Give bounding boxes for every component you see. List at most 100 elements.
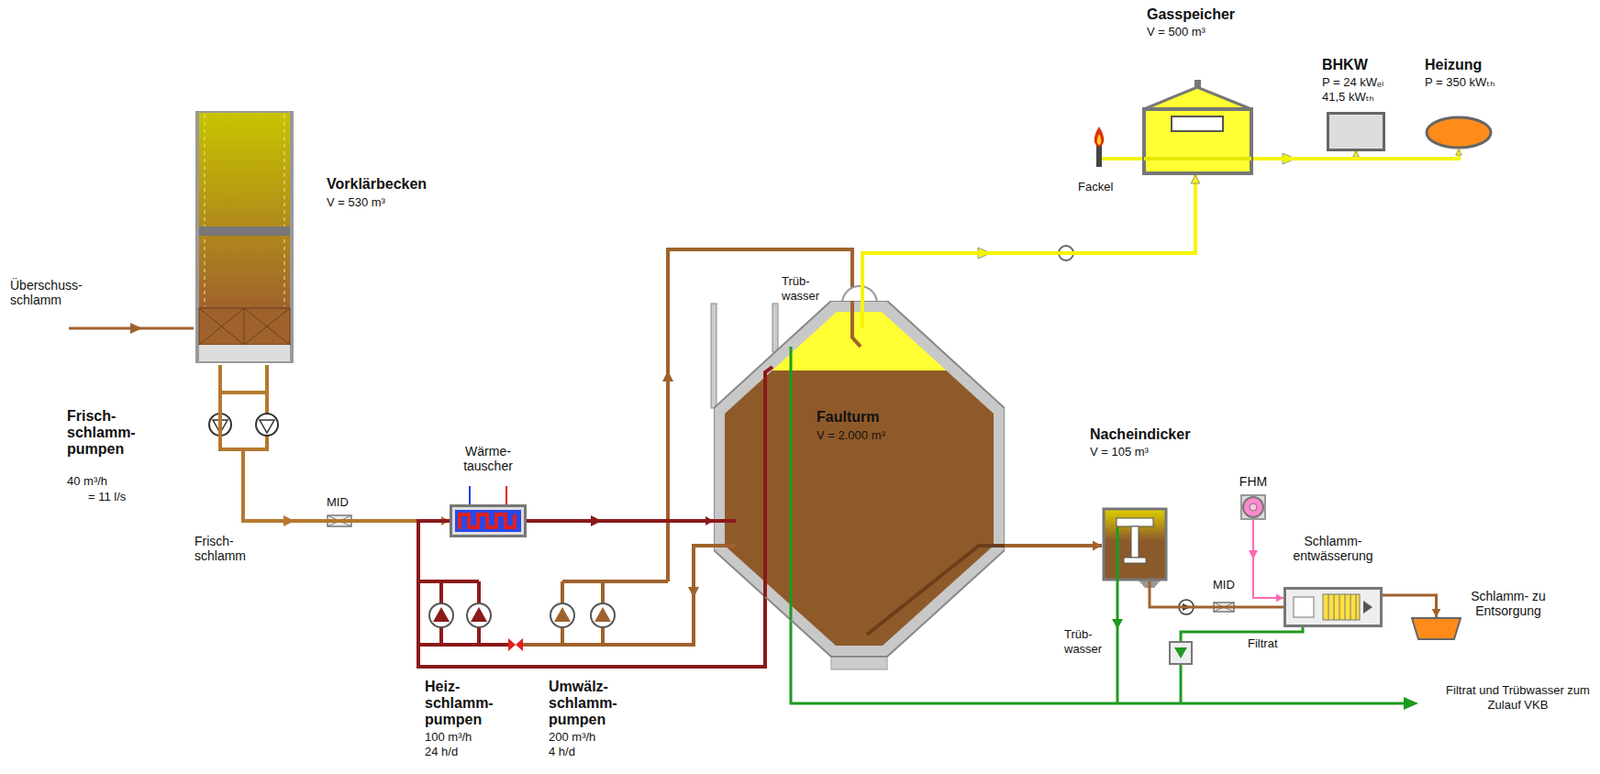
circulation-pump: [590, 603, 615, 628]
node-text: P = 24 kWₑₗ 41,5 kWₜₕ: [1322, 75, 1396, 105]
annotation-label: Fackel: [1077, 179, 1113, 195]
flare: [1097, 133, 1102, 145]
primary-clarifier-tank: VorklärbeckenV = 530 m³: [193, 109, 296, 366]
annotation-label: Heiz- schlamm- pumpen: [424, 678, 500, 729]
heat-exchanger-feed: [505, 486, 508, 505]
circulation-pump: [554, 607, 571, 623]
digester-tower: [713, 300, 1005, 635]
node-text: V = 2.000 m³: [816, 428, 886, 444]
disposal-container: Schlamm- zu Entsorgung: [1411, 617, 1462, 641]
digester-tower: [713, 300, 1005, 659]
digester-tower: [713, 300, 1005, 659]
digester-tower: [860, 300, 865, 329]
digester-fittings: [772, 303, 778, 353]
heat-exchanger: Wärme- tauscher: [449, 504, 527, 538]
heat-exchanger-feed: [469, 486, 507, 505]
heating-sludge-pump: [466, 603, 491, 628]
disposal-container: [1411, 617, 1462, 641]
annotation-label: Trüb- wasser: [781, 274, 828, 304]
polymer-dosing: [1243, 497, 1264, 518]
flare: [1094, 126, 1143, 167]
annotation-label: Umwälz- schlamm- pumpen: [548, 678, 632, 729]
node-heading: Gasspeicher: [1146, 6, 1235, 23]
digester-fittings: [831, 656, 888, 670]
fresh-sludge-pipes: [220, 365, 267, 450]
circulation-pipes: [562, 581, 668, 645]
pipe-line: [1253, 520, 1284, 599]
dewatering-unit: [1322, 594, 1360, 621]
pipe-connector: [862, 175, 1200, 301]
polymer-dosing: [1249, 503, 1257, 512]
disposal-container: [1411, 618, 1461, 640]
fresh-sludge-pump: [255, 413, 278, 436]
heating-unit: [1424, 115, 1493, 150]
annotation-label: Filtrat: [1247, 636, 1278, 652]
node-heading: Vorklärbecken: [326, 176, 427, 193]
annotation-label: Trüb- wasser: [1064, 627, 1111, 657]
circulation-pipes: [522, 545, 725, 645]
digester-tower: [789, 346, 793, 621]
heating-sludge-pipes: [418, 581, 511, 645]
heating-sludge-pump: [470, 607, 488, 623]
pipe-line: [220, 365, 450, 522]
node-heading: Nacheindicker: [1089, 426, 1190, 444]
flare: [1096, 144, 1102, 167]
node-text: V = 530 m³: [326, 195, 386, 211]
heat-exchanger: [455, 510, 522, 533]
gas-holder: [1144, 109, 1252, 174]
node-heading: Heizung: [1424, 56, 1482, 74]
dewatering-unit: [1328, 594, 1356, 621]
polymer-dosing: [1242, 496, 1265, 519]
polymer-dosing: FHM: [1240, 494, 1267, 521]
dewatering-unit: [1286, 589, 1380, 625]
digester-tower: [713, 519, 736, 523]
flare: [1094, 126, 1105, 147]
arrow-head: [705, 516, 714, 526]
pipe-connector: [220, 365, 450, 526]
filtrate-pump: [1169, 642, 1192, 665]
heating-unit: [1426, 117, 1491, 148]
primary-clarifier-tank: [199, 112, 290, 309]
digester-tower: FaulturmV = 2.000 m³: [713, 300, 1005, 659]
dewatering-unit: [1363, 600, 1373, 614]
post-thickener: [1116, 527, 1120, 582]
reject-water-pipes: [1116, 581, 1120, 704]
pipe-line: [526, 519, 714, 523]
fresh-sludge-pipes: [243, 365, 267, 450]
node-text: Schlamm- entwässerung: [1277, 533, 1389, 564]
excess-sludge-line: [68, 322, 194, 334]
arrow-head: [1432, 609, 1442, 618]
chp-unit: BHKWP = 24 kWₑₗ 41,5 kWₜₕ: [1326, 111, 1386, 152]
heat-exchanger: [459, 514, 515, 530]
arrow-head: [1353, 151, 1360, 157]
filtrate-pump: [1169, 642, 1192, 665]
pipe-connector: [526, 516, 714, 526]
node-text: Schlamm- zu Entsorgung: [1466, 588, 1551, 619]
heating-sludge-pump: [429, 603, 454, 628]
post-thickener: NacheindickerV = 105 m³: [1101, 507, 1168, 582]
gas-holder: [1142, 79, 1254, 176]
excess-sludge-line: [130, 322, 143, 334]
node-text: V = 500 m³: [1146, 24, 1206, 40]
node-text: V = 105 m³: [1089, 444, 1149, 460]
heating-sludge-pipes: [418, 581, 766, 659]
annotation-label: 100 m³/h: [424, 730, 472, 745]
annotation-label: 24 h/d: [424, 744, 458, 760]
post-thickener: [1103, 509, 1167, 580]
primary-clarifier-tank: [199, 226, 290, 236]
annotation-label: Frisch- schlamm- pumpen: [66, 408, 143, 458]
digester-tower: [765, 366, 773, 598]
digester-tower: [852, 300, 861, 347]
fresh-sludge-pump: [255, 413, 278, 436]
heat-exchanger: [452, 507, 524, 535]
pipe-line: [1382, 595, 1437, 618]
flow-arrow: [688, 587, 700, 599]
primary-clarifier-tank: [199, 344, 290, 362]
primary-clarifier-tank: [204, 114, 285, 307]
gas-holder: [1144, 156, 1252, 161]
gas-holder: GasspeicherV = 500 m³: [1142, 79, 1254, 176]
heating-sludge-pump: [429, 603, 454, 628]
circulation-pump: [590, 603, 615, 628]
arrow-head: [1455, 149, 1463, 156]
